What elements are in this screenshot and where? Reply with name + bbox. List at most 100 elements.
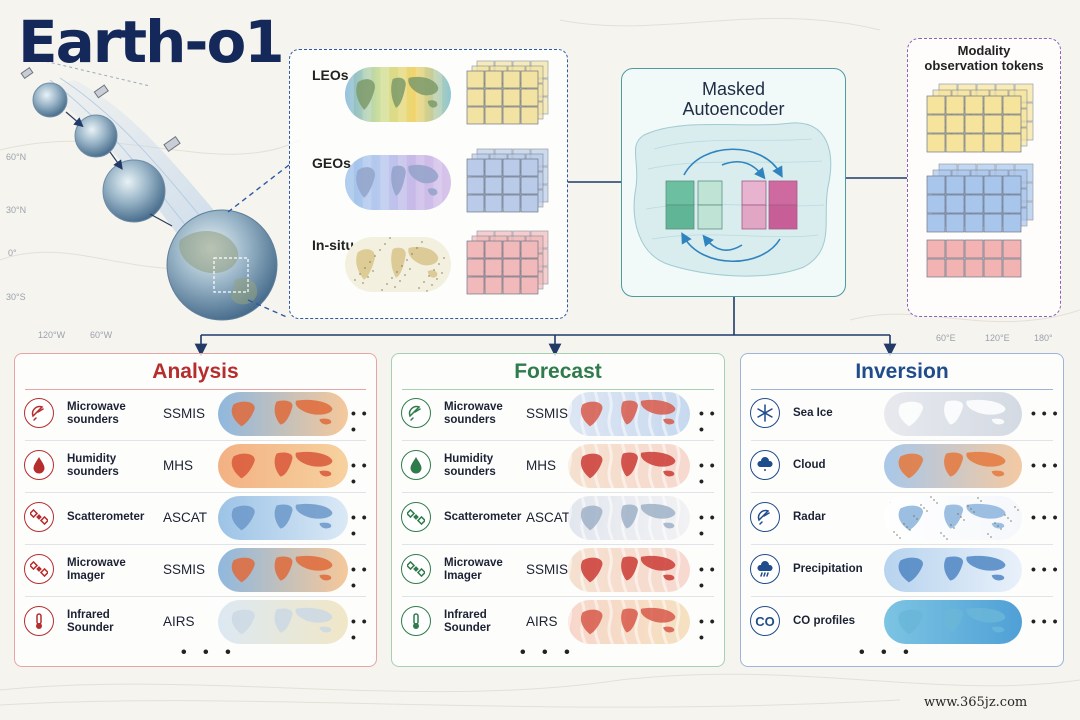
rain-cloud-icon	[750, 554, 780, 584]
source-token-cubes	[466, 230, 550, 301]
row-map-thumbnail	[218, 548, 348, 592]
lon-label: 120°W	[38, 330, 66, 340]
row-label-line1: Microwave	[67, 557, 126, 569]
row-label-line1: Sea Ice	[793, 407, 833, 419]
row-label-line2: Imager	[67, 570, 105, 582]
row-map-thumbnail	[884, 548, 1022, 592]
lat-label: 30°S	[6, 292, 26, 302]
row-more-dots: • • •	[699, 561, 716, 593]
row-label-line1: Microwave	[444, 557, 503, 569]
row-divider	[25, 596, 366, 597]
row-map-thumbnail	[218, 600, 348, 644]
row-sensor: SSMIS	[163, 406, 206, 421]
row-label-line1: Humidity	[67, 453, 117, 465]
satellite-dish-icon	[24, 398, 54, 428]
row-sensor: MHS	[526, 458, 556, 473]
row-map-thumbnail	[218, 496, 348, 540]
row-divider	[751, 492, 1053, 493]
source-token-cubes	[466, 60, 550, 131]
panel-title: Forecast	[514, 360, 602, 383]
row-label-line1: Radar	[793, 511, 826, 523]
row-map-thumbnail	[568, 392, 690, 436]
panel-more-dots: • • •	[181, 644, 237, 661]
lat-label: 0°	[8, 248, 17, 258]
row-label: Scatterometer	[444, 511, 521, 524]
panel-row: Sea Ice• • •	[741, 390, 1063, 438]
panel-row: Radar• • •	[741, 492, 1063, 542]
row-label-line2: Sounder	[444, 622, 491, 634]
row-label-line2: sounders	[67, 414, 119, 426]
row-label-line2: sounders	[444, 466, 496, 478]
tokens-title-line1: Modality	[957, 43, 1011, 58]
row-label: CO profiles	[793, 615, 855, 628]
panel-title-rule	[402, 389, 714, 390]
mae-title-line1: Masked	[701, 79, 766, 99]
token-cube-stack	[926, 163, 1035, 239]
row-label-line1: Microwave	[67, 401, 126, 413]
satellite-icon	[24, 502, 54, 532]
watermark: www.365jz.com	[924, 695, 1028, 710]
panel-title-rule	[751, 389, 1053, 390]
row-more-dots: • • •	[1031, 457, 1059, 473]
row-sensor: SSMIS	[526, 562, 569, 577]
panel-row: CO CO profiles • • •	[741, 596, 1063, 646]
source-map-insitu	[345, 237, 451, 292]
panel-more-dots: • • •	[520, 644, 576, 661]
modality-tokens-panel: Modality observation tokens	[907, 38, 1061, 317]
satellite-dish-icon	[401, 398, 431, 428]
row-label: Precipitation	[793, 563, 863, 576]
row-label-line1: Infrared	[444, 609, 487, 621]
panel-row: Cloud • • •	[741, 440, 1063, 490]
row-divider	[751, 544, 1053, 545]
token-cube-stack	[926, 83, 1035, 159]
row-label-line2: sounders	[67, 466, 119, 478]
co-icon-text: CO	[755, 613, 775, 629]
token-cube-stack	[926, 239, 1023, 284]
row-label-line1: Cloud	[793, 459, 826, 471]
row-label-line1: Precipitation	[793, 563, 863, 575]
source-label-leo: LEOs	[312, 67, 349, 83]
mae-title-line2: Autoencoder	[682, 99, 785, 119]
row-label-line2: Imager	[444, 570, 482, 582]
row-sensor: AIRS	[163, 614, 195, 629]
row-label-line1: Microwave	[444, 401, 503, 413]
row-more-dots: • • •	[1031, 613, 1059, 629]
satellite-icons	[20, 66, 181, 152]
row-sensor: ASCAT	[163, 510, 208, 525]
panel-title: Analysis	[152, 360, 239, 383]
panel-row: Precipitation• • •	[741, 544, 1063, 594]
row-label-line1: Scatterometer	[444, 511, 522, 523]
row-more-dots: • • •	[351, 561, 368, 593]
row-map-thumbnail	[884, 444, 1022, 488]
row-divider	[25, 492, 366, 493]
satellite-icon	[401, 502, 431, 532]
row-more-dots: • • •	[351, 509, 368, 541]
row-map-thumbnail	[218, 444, 348, 488]
row-sensor: SSMIS	[163, 562, 206, 577]
row-label: Cloud	[793, 459, 826, 472]
panel-more-dots: • • •	[859, 644, 915, 661]
row-sensor: ASCAT	[526, 510, 571, 525]
cloud-icon	[750, 450, 780, 480]
row-divider	[25, 440, 366, 441]
row-label: Radar	[793, 511, 826, 524]
source-token-cubes	[466, 148, 550, 219]
snowflake-icon	[750, 398, 780, 428]
mae-title: Masked Autoencoder	[622, 79, 845, 119]
row-divider	[25, 544, 366, 545]
co-icon: CO	[750, 606, 780, 636]
